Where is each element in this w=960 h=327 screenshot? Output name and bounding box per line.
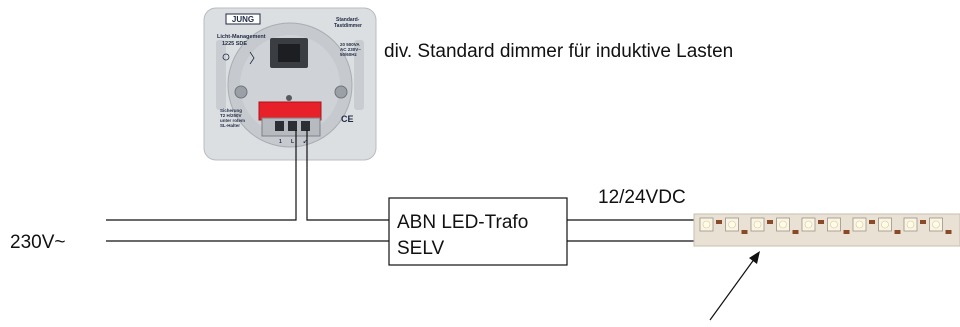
transformer-label-line1: ABN LED-Trafo [397, 212, 528, 233]
wire-supply-to-dimmer [106, 130, 297, 221]
dimmer-fuse-3: unter rotem [220, 118, 245, 123]
dimmer-rating-1: 20 500VA [340, 42, 360, 47]
led-resistor [894, 230, 901, 234]
screw-right [334, 85, 348, 99]
led-emitter [906, 220, 915, 229]
led-resistor [767, 220, 773, 224]
led-resistor [716, 220, 722, 224]
wires [106, 130, 756, 321]
mounting-tab-right [354, 40, 364, 110]
dimmer-ce-mark: CE [341, 114, 354, 124]
wire-dimmer-to-trafo [306, 130, 389, 221]
led-resistor [818, 220, 824, 224]
dimmer-description: div. Standard dimmer für induktive Laste… [384, 41, 733, 62]
led-emitter [855, 220, 864, 229]
dimmer-rating-3: 50/60Hz [340, 52, 358, 57]
dimmer-type-label-1: Standard- [336, 17, 360, 23]
transformer-box [388, 197, 568, 266]
dimmer-symbol-icon [249, 51, 255, 65]
dimmer-product-line: Licht-Management [217, 34, 266, 40]
dimmer-brand: JUNG [232, 15, 254, 24]
dimmer-rating-2: AC 230V~ [340, 47, 361, 52]
terminal-3 [301, 121, 310, 131]
dimmer-insert: JUNG Licht-Management 1225 SDE Standard-… [203, 7, 377, 161]
light-symbol-icon [222, 53, 230, 61]
transformer-label-line2: SELV [397, 238, 445, 259]
led-resistor [741, 230, 748, 234]
led-emitter [804, 220, 813, 229]
mounting-tab-left [216, 40, 226, 110]
screw-left [234, 85, 248, 99]
fuse-holder [258, 101, 322, 121]
led-resistor [869, 220, 875, 224]
terminal-label-2: L [291, 139, 294, 145]
led-resistor [945, 230, 952, 234]
led-emitter [728, 220, 736, 229]
led-emitter [881, 220, 889, 229]
led-resistor [843, 230, 850, 234]
terminal-label-3: ↙ [303, 139, 307, 145]
pointer-arrowhead [749, 251, 760, 264]
pointer-line [709, 257, 756, 321]
led-emitter [932, 220, 940, 229]
led-resistor [792, 230, 799, 234]
led-emitter [830, 220, 838, 229]
dimmer-fuse-1: Sicherung [220, 108, 242, 113]
dimmer-fuse-4: SL-Halter [220, 123, 240, 128]
terminal-label-1: 1 [279, 139, 282, 145]
dimmer-model: 1225 SDE [222, 41, 247, 47]
led-resistor [920, 220, 926, 224]
supply-voltage-label: 230V~ [10, 232, 65, 253]
led-strip [693, 213, 960, 247]
dimmer-type-label-2: Tastdimmer [334, 23, 362, 29]
output-voltage-label: 12/24VDC [598, 187, 686, 208]
terminal-1 [275, 121, 284, 131]
dimmer-fuse-2: T2 H/250V [220, 113, 242, 118]
led-emitter [753, 220, 762, 229]
dimmer-screw-hole [286, 95, 292, 101]
led-emitter [702, 220, 711, 229]
led-emitter [779, 220, 787, 229]
terminal-2 [288, 121, 297, 131]
